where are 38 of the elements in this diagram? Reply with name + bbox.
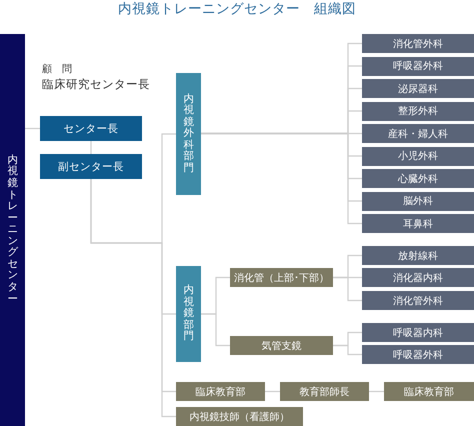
specialty-box: 産科・婦人科 [362, 124, 474, 143]
director-box: センター長 [40, 116, 142, 141]
specialty-box: 消化器内科 [362, 268, 474, 287]
specialty-box: 呼吸器外科 [362, 56, 474, 76]
specialty-box: 小児外科 [362, 146, 474, 166]
connector-line [369, 390, 384, 392]
department-label: 内視鏡部門 [183, 285, 194, 343]
connector-line [333, 344, 362, 356]
section-box: 内視鏡技師（看護師） [176, 407, 303, 426]
center-band [0, 34, 25, 426]
director-box: 副センター長 [40, 154, 142, 179]
section-box: 消化管（上部･下部） [230, 268, 333, 287]
connector-line [25, 128, 40, 130]
specialty-box: 心臓外科 [362, 169, 474, 188]
section-box: 臨床教育部 [176, 382, 265, 401]
specialty-box: 消化管外科 [362, 34, 474, 53]
connector-line [333, 276, 362, 302]
diagram-title: 内視鏡トレーニングセンター 組織図 [118, 0, 356, 18]
connector-line [201, 313, 230, 346]
department-box [176, 266, 201, 362]
department-box [176, 73, 201, 195]
band-label: 内視鏡トレーニングセンター [7, 154, 18, 306]
specialty-box: 呼吸器外科 [362, 345, 474, 364]
connector-line [265, 390, 280, 392]
advisor-label: 臨床研究センター長 [42, 77, 150, 92]
section-box: 教育部師長 [280, 382, 369, 401]
section-box: 臨床教育部 [384, 382, 474, 401]
specialty-box: 消化管外科 [362, 291, 474, 310]
specialty-box: 脳外科 [362, 192, 474, 210]
department-label: 内視鏡外科部門 [183, 94, 194, 174]
specialty-box: 耳鼻科 [362, 214, 474, 233]
specialty-box: 呼吸器内科 [362, 323, 474, 342]
role-label: 顧 問 [42, 62, 72, 76]
specialty-box: 泌尿器科 [362, 79, 474, 98]
connector-line [90, 141, 92, 154]
specialty-box: 放射線科 [362, 246, 474, 265]
section-box: 気管支鏡 [230, 336, 333, 355]
specialty-box: 整形外科 [362, 102, 474, 120]
